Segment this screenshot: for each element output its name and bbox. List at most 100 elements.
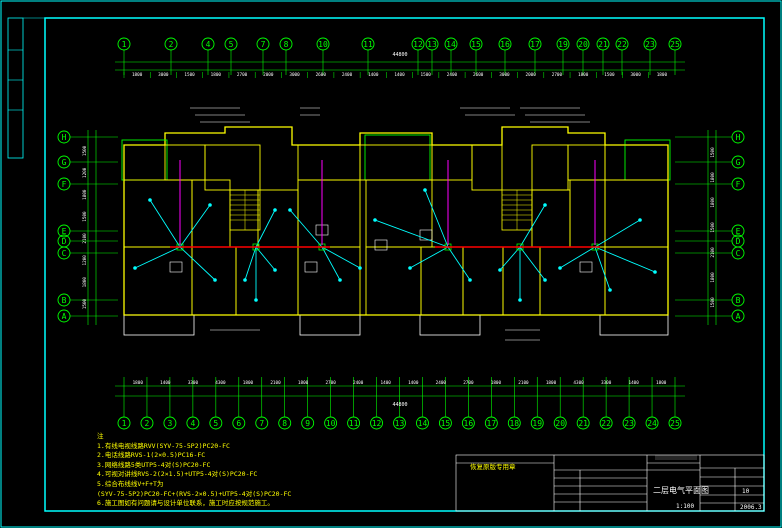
note-line-3: 3.网络线路5类UTP5-4对(S)PC20-FC: [97, 460, 211, 469]
cable-run-5: [255, 246, 276, 271]
dim-right-5: 1800: [710, 272, 716, 283]
room-14: [420, 246, 464, 316]
outlet-17: [653, 270, 657, 274]
grid-right-C-label: C: [736, 249, 741, 258]
dim-bottom-9: 1400: [381, 380, 392, 386]
grid-bottom-9-label: 9: [305, 419, 310, 428]
cable-run-8: [321, 246, 341, 281]
dim-top-9: 1400: [368, 72, 379, 78]
room-20: [531, 189, 571, 248]
grid-top-23-label: 23: [645, 40, 655, 49]
dim-top-16: 2700: [552, 72, 563, 78]
grid-top-7-label: 7: [261, 40, 266, 49]
grid-top-12-label: 12: [413, 40, 423, 49]
outlet-2: [213, 278, 217, 282]
dim-top-5: 2000: [263, 72, 274, 78]
dim-top-7: 2600: [316, 72, 327, 78]
grid-bottom-10-label: 10: [326, 419, 336, 428]
grid-top-2-label: 2: [169, 40, 174, 49]
cable-run-4: [244, 246, 257, 281]
outlet-20: [518, 298, 522, 302]
grid-bottom-15-label: 15: [441, 419, 451, 428]
cable-run-11: [447, 246, 471, 281]
fixture-1: [304, 261, 318, 273]
grid-left-A-label: A: [62, 312, 67, 321]
cable-runs: [133, 188, 657, 302]
room-9: [204, 144, 261, 191]
grid-right-G-label: G: [736, 158, 741, 167]
grid-bottom-11-label: 11: [349, 419, 359, 428]
dim-top-15: 2000: [526, 72, 537, 78]
dim-bottom-7: 2700: [325, 380, 336, 386]
design-notes: 注 1.有线电视线路RVV(SYV-75-5P2)PC20-FC 2.电话线路R…: [97, 432, 417, 509]
room-23: [604, 246, 669, 316]
outlet-12: [423, 188, 427, 192]
dim-top-12: 2400: [447, 72, 458, 78]
dim-left-1: 1200: [82, 167, 88, 178]
grid-top-17-label: 17: [530, 40, 540, 49]
dim-left-5: 1200: [82, 255, 88, 266]
cable-run-14: [519, 246, 546, 281]
outlet-4: [243, 278, 247, 282]
dim-top-20: 1800: [657, 72, 668, 78]
dim-top-8: 2400: [342, 72, 353, 78]
room-26: [604, 144, 669, 181]
grid-top-25-label: 25: [670, 40, 680, 49]
grid-bottom-19-label: 19: [532, 419, 542, 428]
grid-bottom-3-label: 3: [168, 419, 173, 428]
outlet-8: [338, 278, 342, 282]
cable-run-9: [409, 246, 449, 269]
grid-top-21-label: 21: [598, 40, 608, 49]
dim-top-1: 3000: [158, 72, 169, 78]
room-10: [297, 144, 361, 181]
outlet-14: [543, 278, 547, 282]
grid-bottom-25-label: 25: [670, 419, 680, 428]
note-line-2: 2.电话线路RVS-1(2×0.5)PC16-FC: [97, 451, 206, 460]
outlet-16: [638, 218, 642, 222]
dim-top-18: 1500: [604, 72, 615, 78]
dim-bottom-total: 44800: [392, 402, 407, 408]
grid-bottom-16-label: 16: [464, 419, 474, 428]
cable-run-1: [149, 199, 181, 248]
dim-bottom-5: 2100: [270, 380, 281, 386]
grid-bottom-24-label: 24: [647, 419, 657, 428]
dim-bottom-3: 4300: [215, 380, 226, 386]
grid-top-20-label: 20: [578, 40, 588, 49]
grid-top-13-label: 13: [427, 40, 437, 49]
room-24: [539, 246, 606, 316]
dim-top-19: 3000: [630, 72, 641, 78]
dim-bottom-8: 2400: [353, 380, 364, 386]
grid-bottom-18-label: 18: [509, 419, 519, 428]
grid-right-F-label: F: [736, 180, 741, 189]
dim-bottom-18: 1400: [628, 380, 639, 386]
sheet-frame-inner: [44, 17, 765, 512]
grid-top-14-label: 14: [446, 40, 456, 49]
grid-bottom-5-label: 5: [213, 419, 218, 428]
dim-bottom-4: 1800: [243, 380, 254, 386]
room-19: [567, 144, 606, 181]
dim-top-2: 1500: [184, 72, 195, 78]
outlet-3: [208, 203, 212, 207]
note-line-1: 1.有线电视线路RVV(SYV-75-5P2)PC20-FC: [97, 441, 230, 450]
grid-bottom-13-label: 13: [395, 419, 405, 428]
dim-left-6: 1800: [82, 277, 88, 288]
grid-right-E-label: E: [736, 227, 741, 236]
outlet-7: [288, 208, 292, 212]
cable-run-12: [424, 189, 449, 248]
dim-top-14: 3000: [499, 72, 510, 78]
approval-stamp: 恢复原版专用章: [470, 463, 516, 471]
dim-bottom-17: 3300: [601, 380, 612, 386]
outlet-13: [498, 268, 502, 272]
grid-bottom-1-label: 1: [122, 419, 127, 428]
drawing-date: 2006.3: [740, 504, 762, 511]
dim-top-10: 1400: [394, 72, 405, 78]
room-6: [297, 246, 361, 316]
grid-left-F-label: F: [62, 180, 67, 189]
dim-bottom-10: 1400: [408, 380, 419, 386]
grid-top-10-label: 10: [318, 40, 328, 49]
fixture-2: [419, 229, 433, 241]
note-line-4: 4.可视对讲线RVS-2(2×1.5)+UTP5-4对(S)PC20-FC: [97, 470, 258, 479]
